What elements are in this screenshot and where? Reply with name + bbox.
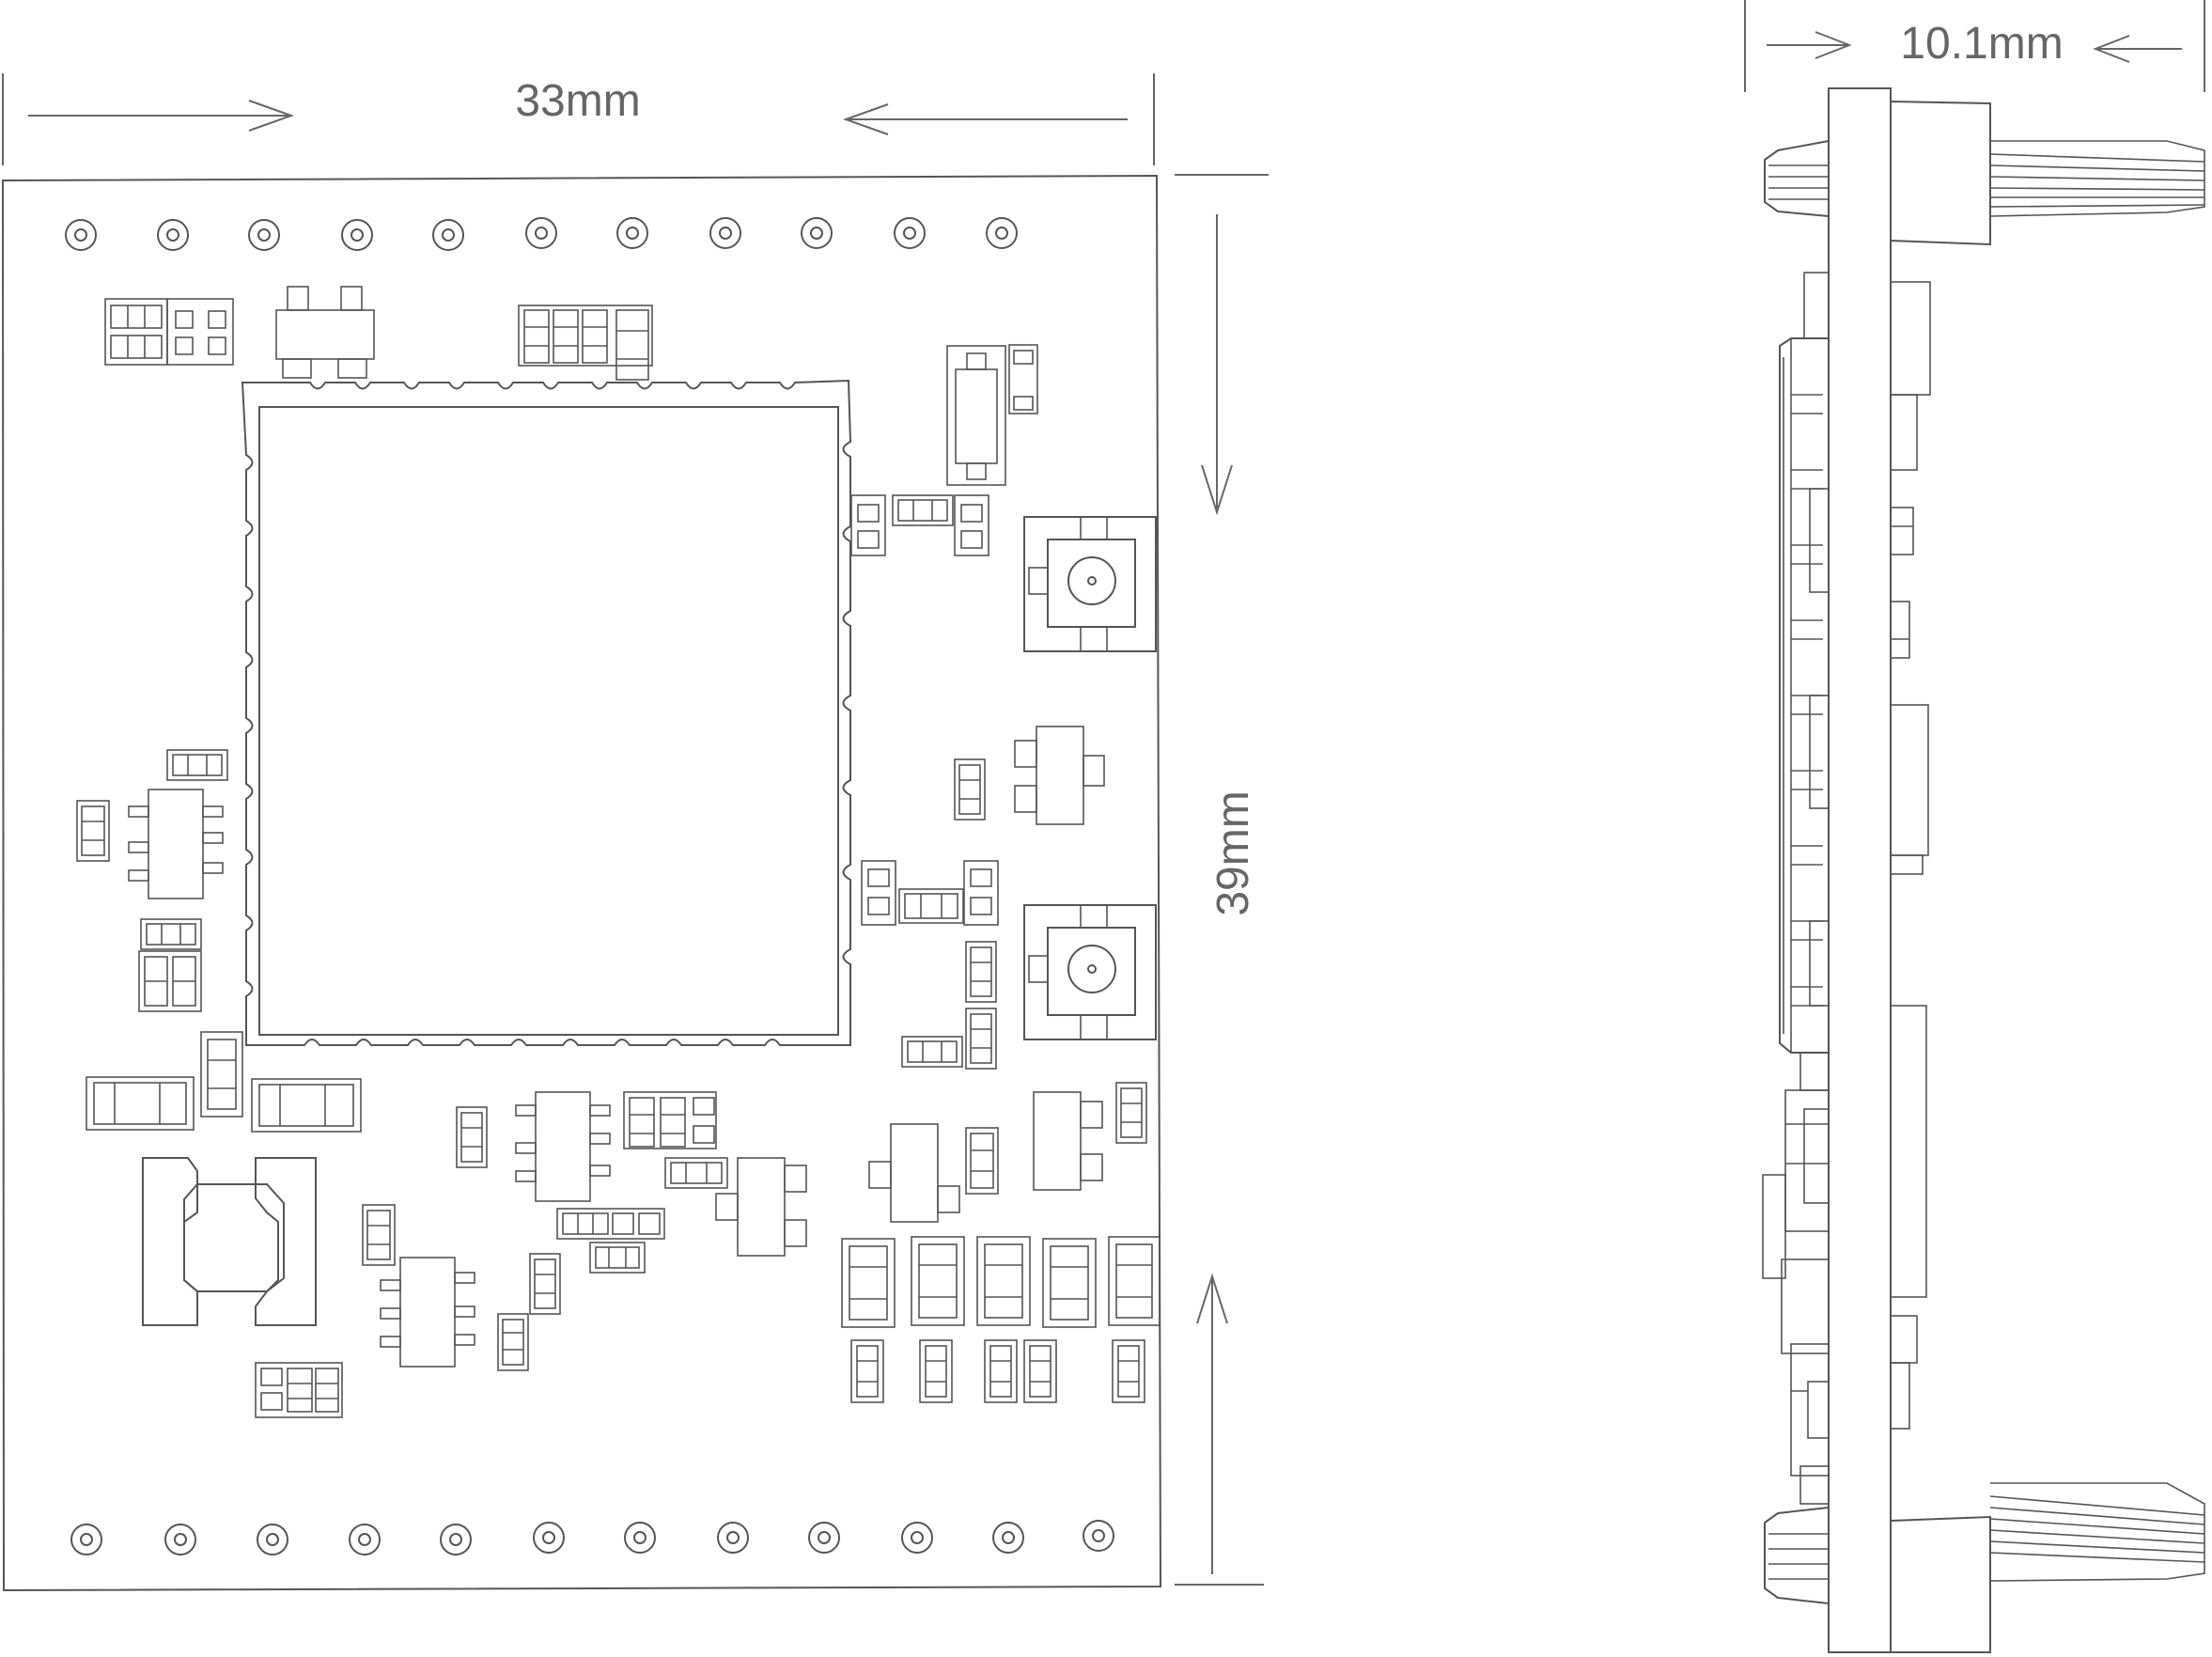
thickness-label: 10.1mm — [1900, 19, 2063, 69]
shield-side — [1779, 272, 1830, 1091]
component-group-middle-right — [861, 726, 1105, 1070]
side-view: 10.1mm — [1744, 0, 2205, 1653]
shield-can — [241, 379, 852, 1046]
power-inductor — [142, 1157, 317, 1326]
top-pad-row — [65, 217, 1018, 251]
width-label: 33mm — [515, 76, 640, 126]
rf-connector-bottom — [1023, 904, 1157, 1040]
component-group-center-bottom — [255, 1091, 807, 1418]
side-components-right — [1890, 281, 1931, 1430]
front-view: 33mm 39mm — [1, 73, 1269, 1592]
height-label: 39mm — [1208, 790, 1258, 915]
component-group-bottom-right — [841, 1082, 1161, 1403]
component-group-top-right — [850, 344, 1038, 556]
board-outline — [1, 174, 1162, 1592]
height-dimension: 39mm — [1175, 174, 1269, 1586]
side-components-left-lower — [1762, 1089, 1830, 1505]
bottom-pad-row — [70, 1520, 1114, 1555]
component-group-left — [76, 749, 362, 1133]
component-group-top-left — [104, 286, 653, 381]
pcb-edge — [1828, 87, 1892, 1653]
thickness-dimension: 10.1mm — [1744, 0, 2205, 92]
rf-connector-top — [1023, 516, 1157, 652]
bottom-header — [1764, 1482, 2205, 1653]
top-header — [1764, 100, 2205, 246]
width-dimension: 33mm — [2, 73, 1155, 165]
